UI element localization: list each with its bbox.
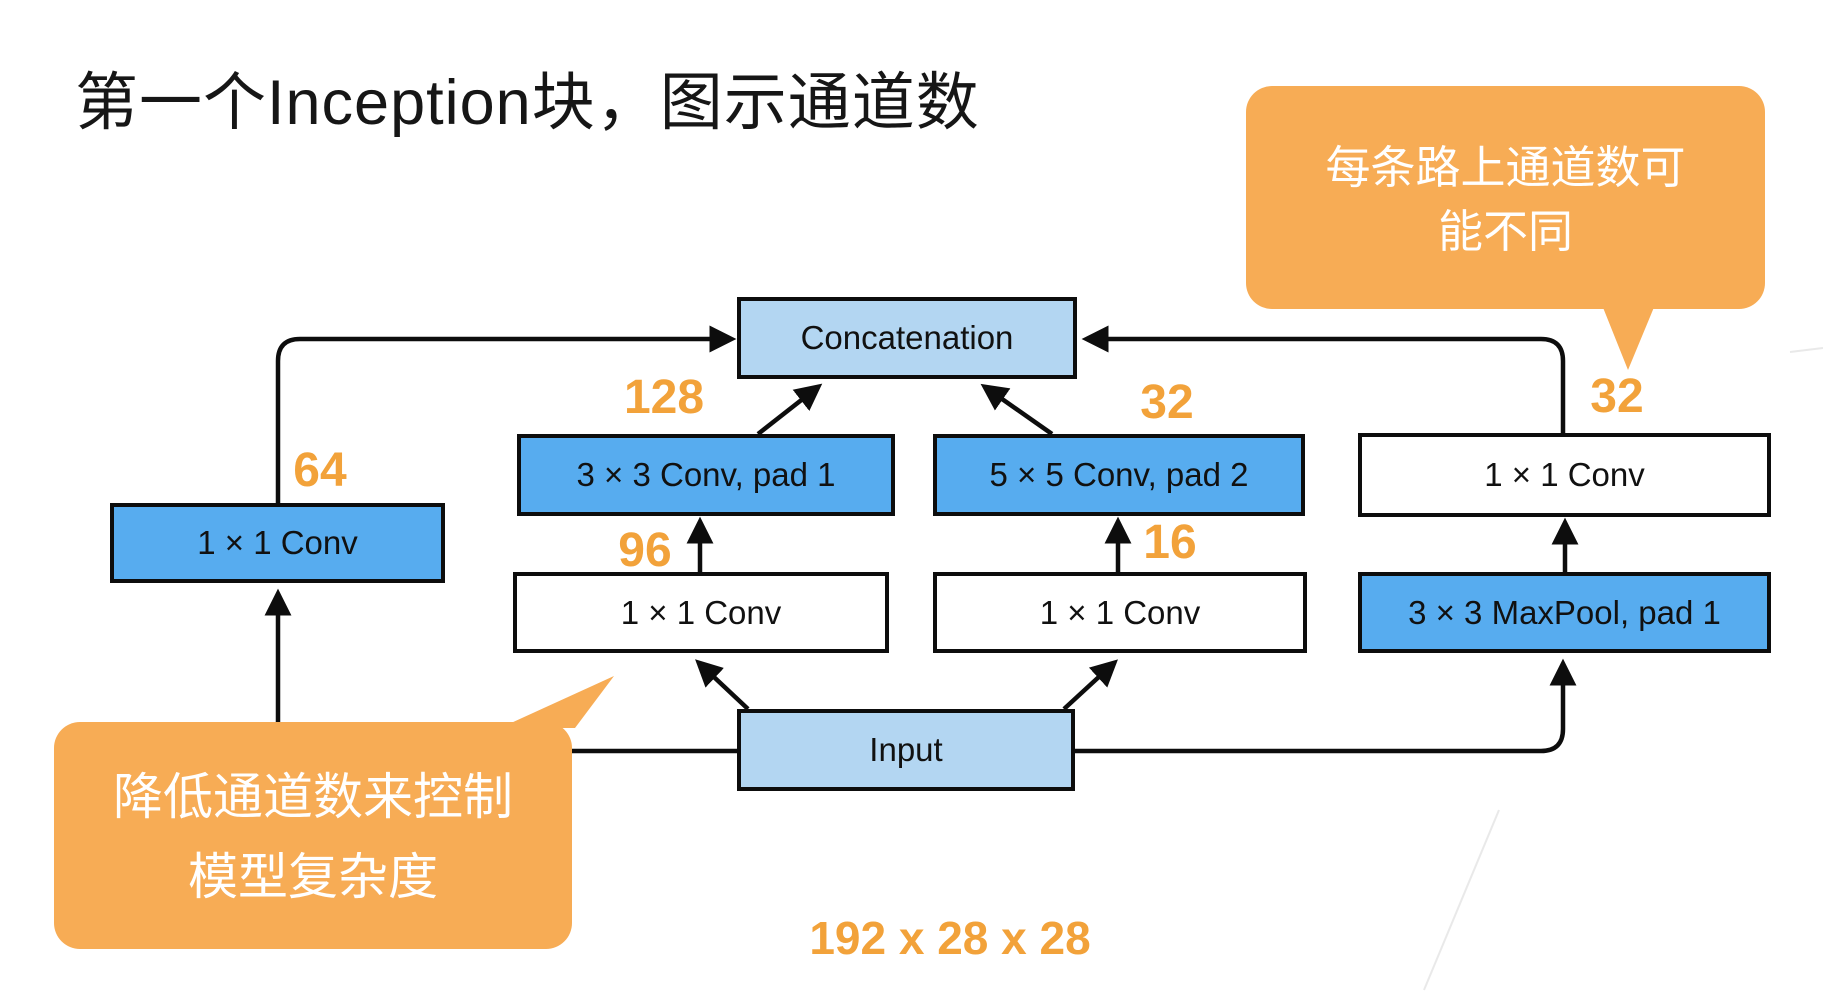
channel-label-32-right: 32	[1590, 369, 1644, 423]
page-title: 第一个Inception块，图示通道数	[75, 68, 980, 138]
node-concatenation: Concatenation	[737, 297, 1077, 379]
node-conv1-mid-right-label: 1 × 1 Conv	[1039, 593, 1201, 631]
node-conv5-label: 5 × 5 Conv, pad 2	[989, 456, 1249, 493]
faint-diagonal-decoration	[1423, 809, 1500, 991]
node-conv1-left-label: 1 × 1 Conv	[197, 524, 358, 561]
node-conv1-mid-left: 1 × 1 Conv	[513, 572, 889, 653]
callout-top-right-line2: 能不同	[1437, 205, 1573, 257]
node-maxpool: 3 × 3 MaxPool, pad 1	[1358, 572, 1771, 653]
edge-conv5-to-concat	[980, 383, 1054, 436]
callout-top-right: 每条路上通道数可 能不同	[1246, 86, 1765, 309]
edge-conv1left-to-concat	[275, 325, 737, 503]
node-conv1-mid-right: 1 × 1 Conv	[933, 572, 1307, 653]
callout-bottom-left-line2: 模型复杂度	[188, 848, 438, 905]
node-conv3: 3 × 3 Conv, pad 1	[517, 434, 895, 516]
edge-input-to-conv1midright	[1062, 659, 1118, 711]
node-conv1-right: 1 × 1 Conv	[1358, 433, 1771, 517]
callout-bottom-left-tail	[500, 676, 614, 728]
callout-bottom-left-line1: 降低通道数来控制	[113, 768, 513, 825]
node-conv3-label: 3 × 3 Conv, pad 1	[576, 456, 836, 493]
channel-label-32-mid: 32	[1140, 375, 1194, 429]
channel-label-64: 64	[293, 443, 347, 497]
node-maxpool-label: 3 × 3 MaxPool, pad 1	[1408, 593, 1721, 631]
node-conv1-left: 1 × 1 Conv	[110, 503, 445, 583]
callout-top-right-line1: 每条路上通道数可	[1325, 141, 1686, 193]
node-input: Input	[737, 709, 1075, 791]
node-conv1-right-label: 1 × 1 Conv	[1484, 456, 1645, 493]
node-input-label: Input	[869, 731, 943, 768]
input-shape-label: 192 x 28 x 28	[809, 912, 1091, 964]
edge-input-to-conv1midleft	[695, 659, 750, 711]
channel-label-128: 128	[623, 370, 705, 424]
channel-label-96: 96	[618, 523, 672, 577]
faint-edge-decoration	[1789, 347, 1823, 353]
node-conv1-mid-left-label: 1 × 1 Conv	[620, 593, 782, 631]
node-concatenation-label: Concatenation	[800, 319, 1014, 356]
edge-conv1right-to-concat	[1081, 325, 1566, 433]
channel-label-16: 16	[1143, 515, 1197, 569]
edge-conv3-to-concat	[756, 383, 823, 436]
callout-top-right-tail	[1600, 300, 1657, 370]
node-conv5: 5 × 5 Conv, pad 2	[933, 434, 1305, 516]
edge-input-to-maxpool	[1075, 658, 1577, 754]
callout-bottom-left: 降低通道数来控制 模型复杂度	[54, 722, 572, 949]
